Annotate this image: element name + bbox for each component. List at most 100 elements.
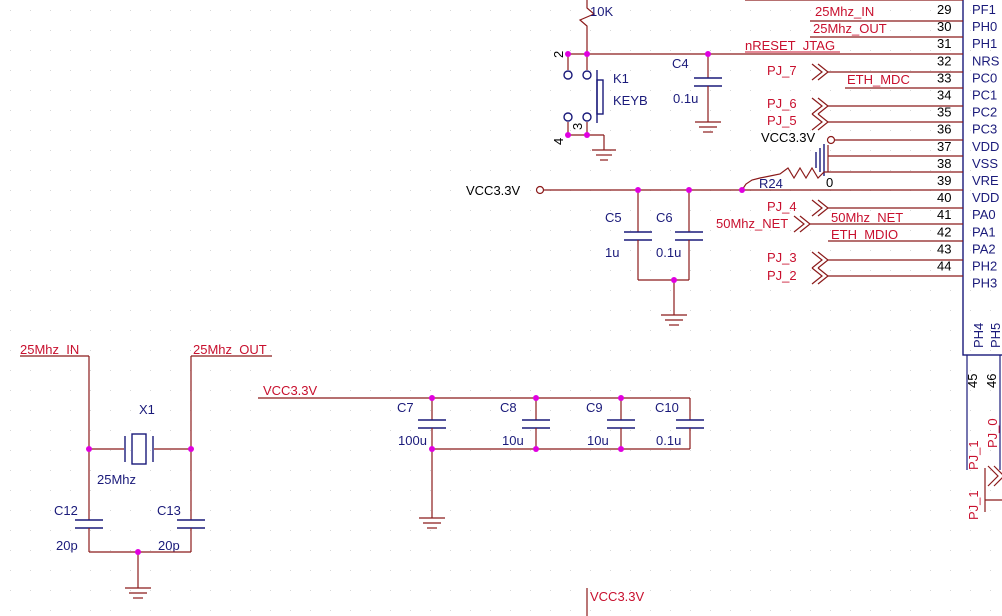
grid-dot <box>130 310 131 311</box>
grid-dot <box>650 250 651 251</box>
grid-dot <box>70 530 71 531</box>
grid-dot <box>390 110 391 111</box>
grid-dot <box>410 410 411 411</box>
grid-dot <box>710 230 711 231</box>
grid-dot <box>350 270 351 271</box>
grid-dot <box>890 10 891 11</box>
grid-dot <box>210 210 211 211</box>
grid-dot <box>770 230 771 231</box>
grid-dot <box>510 290 511 291</box>
grid-dot <box>770 270 771 271</box>
grid-dot <box>150 590 151 591</box>
grid-dot <box>790 110 791 111</box>
grid-dot <box>770 170 771 171</box>
grid-dot <box>670 370 671 371</box>
grid-dot <box>330 310 331 311</box>
grid-dot <box>970 590 971 591</box>
grid-dot <box>550 390 551 391</box>
grid-dot <box>830 510 831 511</box>
grid-dot <box>170 410 171 411</box>
grid-dot <box>670 290 671 291</box>
grid-dot <box>350 230 351 231</box>
grid-dot <box>410 130 411 131</box>
grid-dot <box>630 450 631 451</box>
junction-vcc-c9 <box>618 395 624 401</box>
grid-dot <box>50 170 51 171</box>
grid-dot <box>730 450 731 451</box>
grid-dot <box>670 150 671 151</box>
mcu-pin-number: 44 <box>937 259 951 274</box>
grid-dot <box>410 510 411 511</box>
grid-dot <box>810 610 811 611</box>
grid-dot <box>350 610 351 611</box>
grid-dot <box>50 350 51 351</box>
grid-dot <box>150 10 151 11</box>
grid-dot <box>730 70 731 71</box>
grid-dot <box>70 510 71 511</box>
grid-dot <box>170 50 171 51</box>
grid-dot <box>50 330 51 331</box>
grid-dot <box>150 310 151 311</box>
grid-dot <box>530 450 531 451</box>
grid-dot <box>390 190 391 191</box>
grid-dot <box>450 410 451 411</box>
grid-dot <box>150 150 151 151</box>
grid-dot <box>670 610 671 611</box>
grid-dot <box>90 170 91 171</box>
grid-dot <box>770 570 771 571</box>
grid-dot <box>710 50 711 51</box>
grid-dot <box>430 310 431 311</box>
grid-dot <box>750 50 751 51</box>
grid-dot <box>770 350 771 351</box>
grid-dot <box>10 270 11 271</box>
grid-dot <box>250 410 251 411</box>
grid-dot <box>70 570 71 571</box>
grid-dot <box>830 570 831 571</box>
grid-dot <box>890 230 891 231</box>
grid-dot <box>750 210 751 211</box>
grid-dot <box>590 30 591 31</box>
grid-dot <box>650 270 651 271</box>
grid-dot <box>250 510 251 511</box>
grid-dot <box>630 210 631 211</box>
grid-dot <box>850 170 851 171</box>
grid-dot <box>230 170 231 171</box>
grid-dot <box>790 50 791 51</box>
grid-dot <box>350 310 351 311</box>
grid-dot <box>890 370 891 371</box>
grid-dot <box>170 330 171 331</box>
grid-dot <box>490 530 491 531</box>
grid-dot <box>470 70 471 71</box>
grid-dot <box>770 110 771 111</box>
grid-dot <box>370 170 371 171</box>
grid-dot <box>790 570 791 571</box>
junction-vcc-c6 <box>686 187 692 193</box>
switch-k1-contact-a <box>563 70 573 80</box>
grid-dot <box>390 370 391 371</box>
grid-dot <box>570 110 571 111</box>
grid-dot <box>630 510 631 511</box>
grid-dot <box>230 550 231 551</box>
grid-dot <box>910 170 911 171</box>
grid-dot <box>590 350 591 351</box>
power-label-vcc-left: VCC3.3V <box>466 183 521 198</box>
grid-dot <box>550 270 551 271</box>
grid-dot <box>850 610 851 611</box>
grid-dot <box>190 150 191 151</box>
grid-dot <box>950 570 951 571</box>
grid-dot <box>190 610 191 611</box>
grid-dot <box>110 550 111 551</box>
grid-dot <box>450 370 451 371</box>
net-label-50mhz-net-port: 50Mhz_NET <box>716 216 788 231</box>
grid-dot <box>30 590 31 591</box>
grid-dot <box>190 270 191 271</box>
grid-dot <box>230 110 231 111</box>
grid-dot <box>270 410 271 411</box>
grid-dot <box>810 290 811 291</box>
grid-dot <box>230 290 231 291</box>
grid-dot <box>990 50 991 51</box>
grid-dot <box>710 470 711 471</box>
grid-dot <box>150 230 151 231</box>
grid-dot <box>210 130 211 131</box>
grid-dot <box>270 450 271 451</box>
